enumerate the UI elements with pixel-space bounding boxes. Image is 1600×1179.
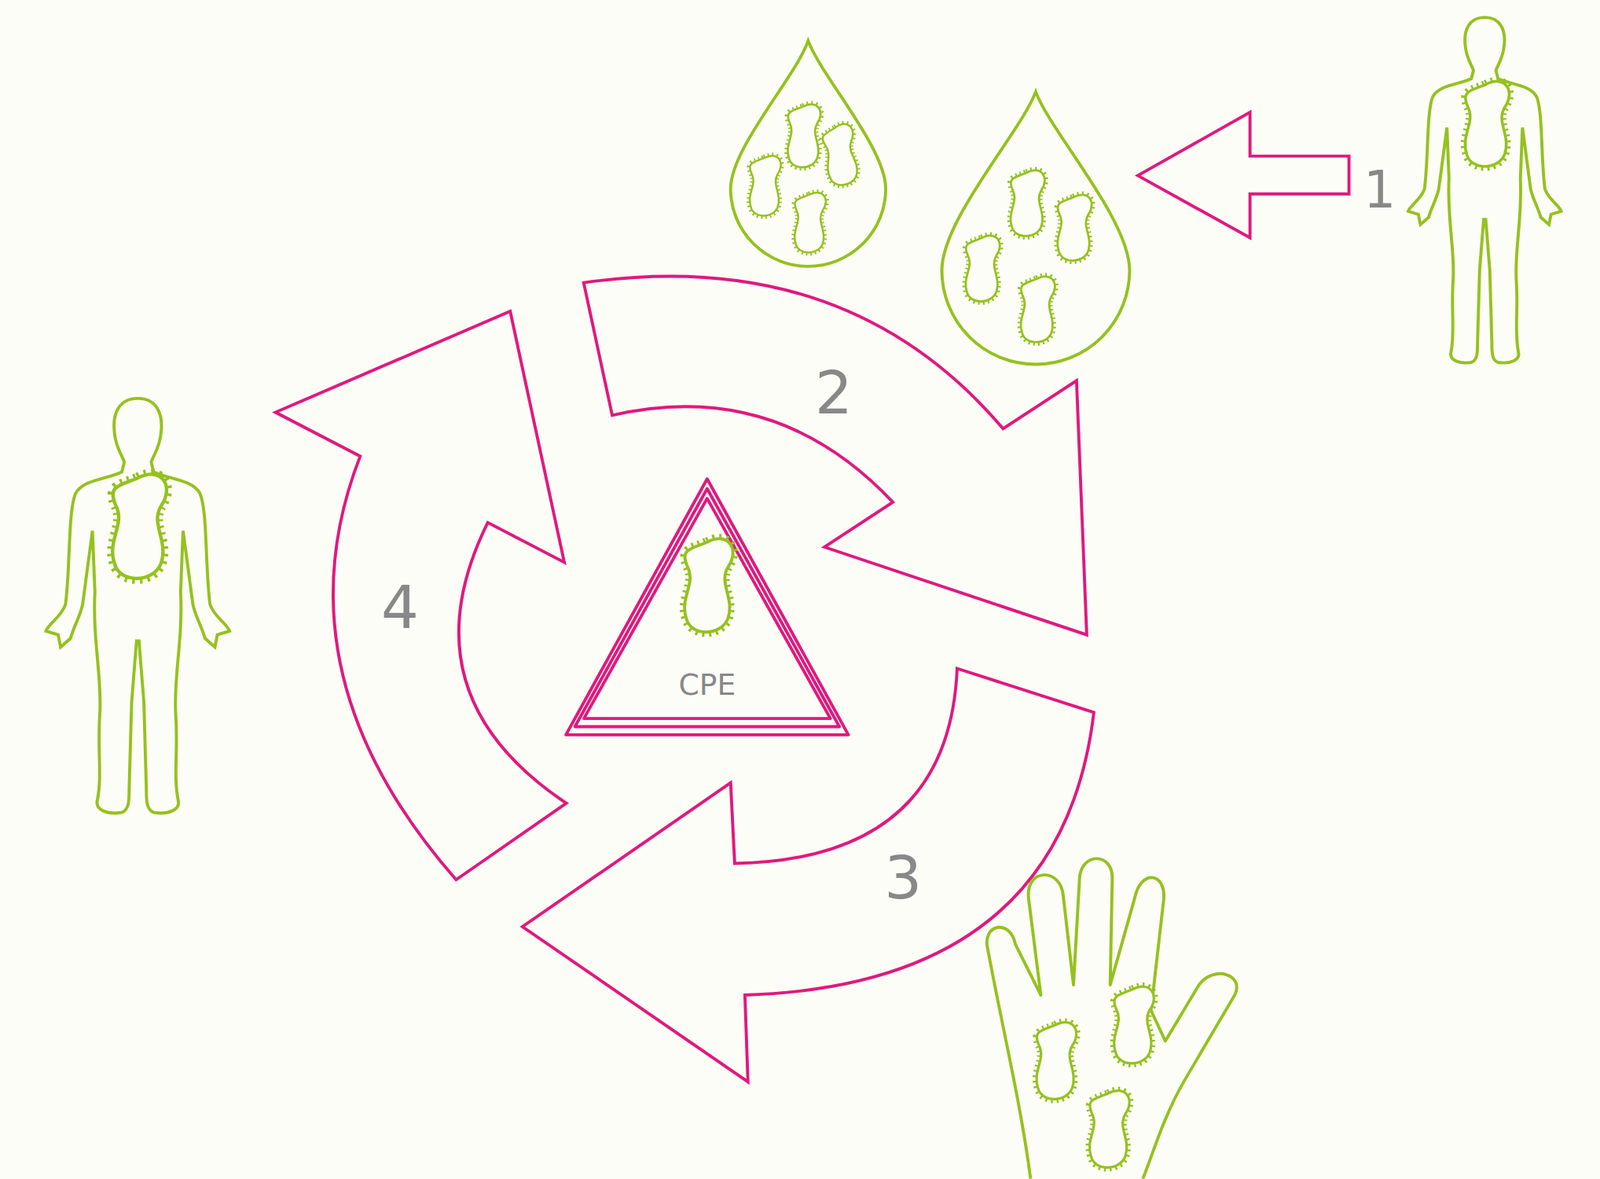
droplet	[730, 40, 886, 267]
bacterium	[1089, 1090, 1131, 1168]
callout-number: 4	[381, 577, 419, 637]
bacterium	[1020, 276, 1055, 343]
callout-number: 2	[814, 363, 853, 423]
person	[1408, 17, 1562, 364]
bacterium	[112, 473, 167, 579]
bacterium	[1057, 194, 1092, 261]
bacterium	[1036, 1022, 1077, 1100]
bacterium	[794, 192, 826, 253]
node-label: CPE	[559, 669, 856, 702]
bacterium	[749, 155, 782, 216]
callout-number: 1	[1363, 164, 1396, 216]
cycle-arrow	[275, 311, 567, 880]
bacterium	[787, 104, 821, 168]
bacterium	[1010, 170, 1045, 237]
bacterium	[965, 235, 1000, 302]
warning-triangle: CPE	[559, 471, 856, 742]
bacterium	[684, 538, 734, 632]
person	[45, 398, 230, 813]
hand	[987, 858, 1237, 1178]
bacterium	[1114, 986, 1155, 1064]
droplet	[941, 91, 1130, 365]
input-arrow	[1137, 112, 1350, 239]
callout-number: 3	[884, 847, 922, 907]
bacterium	[1464, 81, 1509, 167]
bacterium	[820, 122, 862, 188]
